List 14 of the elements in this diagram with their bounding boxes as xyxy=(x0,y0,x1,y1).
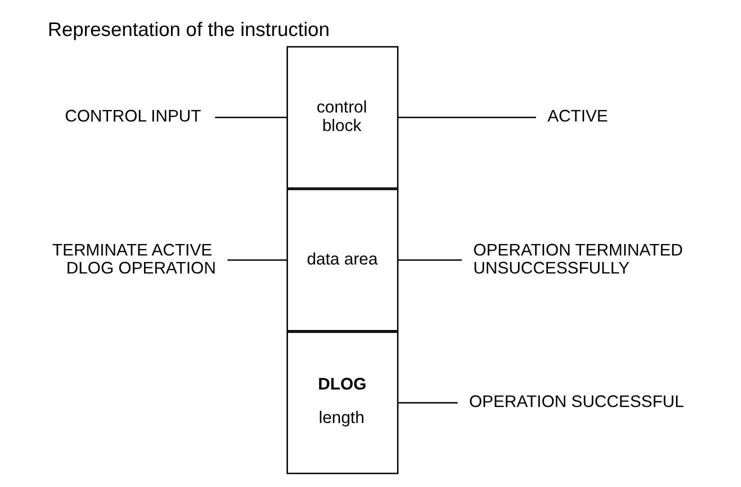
node-text: CONTROL INPUT xyxy=(64,106,202,126)
connector xyxy=(398,258,462,260)
node-text: TERMINATE ACTIVE DLOG OPERATION xyxy=(52,240,216,278)
node-box: control block xyxy=(286,46,398,188)
diagram-title: Representation of the instruction xyxy=(48,18,330,40)
connector xyxy=(398,116,536,118)
node-text: ACTIVE xyxy=(547,106,608,126)
node-box: data area xyxy=(286,188,398,331)
node-text: OPERATION TERMINATED UNSUCCESSFULLY xyxy=(473,240,683,278)
connector xyxy=(215,116,288,118)
node-box: DLOG length xyxy=(286,330,398,474)
connector xyxy=(227,258,287,260)
node-text: OPERATION SUCCESSFUL xyxy=(469,392,684,411)
connector xyxy=(398,402,458,403)
